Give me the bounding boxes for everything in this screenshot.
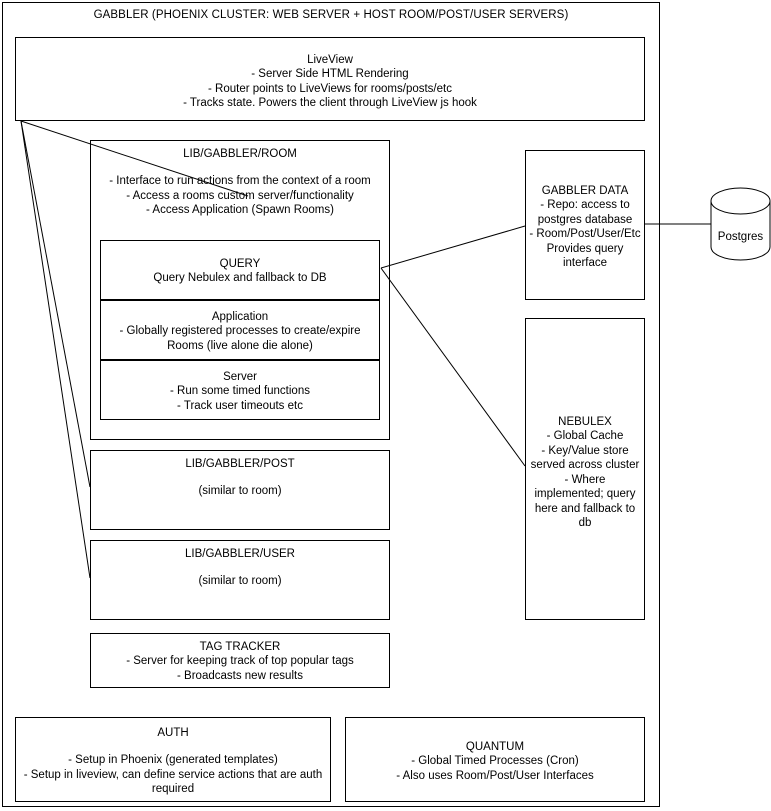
lib-gabbler-room-details: - Interface to run actions from the cont…: [109, 175, 371, 216]
lib-gabbler-post-title: LIB/GABBLER/POST: [185, 458, 295, 470]
query-details: Query Nebulex and fallback to DB: [153, 272, 327, 284]
diagram-title: GABBLER (PHOENIX CLUSTER: WEB SERVER + H…: [93, 9, 569, 21]
liveview-box: [15, 37, 645, 121]
server-box: [100, 360, 380, 420]
quantum-title: QUANTUM: [465, 741, 525, 753]
quantum-details: - Global Timed Processes (Cron) - Also u…: [396, 755, 594, 782]
lib-gabbler-room-title: LIB/GABBLER/ROOM: [183, 148, 297, 160]
nebulex-details: - Global Cache - Key/Value store served …: [530, 430, 640, 529]
tag-tracker-box: [90, 633, 390, 688]
liveview-details: - Server Side HTML Rendering - Router po…: [183, 68, 477, 109]
nebulex-box: [525, 318, 645, 620]
gabbler-cluster-container: [2, 2, 660, 807]
auth-box: [15, 717, 331, 802]
nebulex-title: NEBULEX: [558, 416, 612, 428]
postgres-cylinder-icon: [710, 187, 771, 261]
gabbler-data-details: - Repo: access to postgres database - Ro…: [529, 199, 641, 269]
tag-tracker-details: - Server for keeping track of top popula…: [126, 655, 354, 682]
quantum-box: [345, 717, 645, 802]
gabbler-data-title: GABBLER DATA: [541, 185, 629, 197]
application-title: Application: [211, 311, 269, 323]
liveview-title: LiveView: [307, 54, 353, 66]
gabbler-data-box: [525, 150, 645, 300]
auth-details: - Setup in Phoenix (generated templates)…: [23, 754, 323, 795]
lib-gabbler-user-details: (similar to room): [198, 575, 282, 587]
auth-title: AUTH: [157, 727, 189, 739]
lib-gabbler-user-box: [90, 540, 390, 620]
application-box: [100, 300, 380, 360]
server-details: - Run some timed functions - Track user …: [170, 385, 310, 412]
lib-gabbler-post-details: (similar to room): [198, 485, 282, 497]
lib-gabbler-post-box: [90, 450, 390, 530]
postgres-label: Postgres: [717, 231, 764, 243]
server-title: Server: [223, 371, 257, 383]
application-details: - Globally registered processes to creat…: [119, 325, 361, 352]
lib-gabbler-user-title: LIB/GABBLER/USER: [185, 548, 295, 560]
query-box: [100, 240, 380, 300]
query-title: QUERY: [219, 258, 261, 270]
tag-tracker-title: TAG TRACKER: [199, 641, 281, 653]
